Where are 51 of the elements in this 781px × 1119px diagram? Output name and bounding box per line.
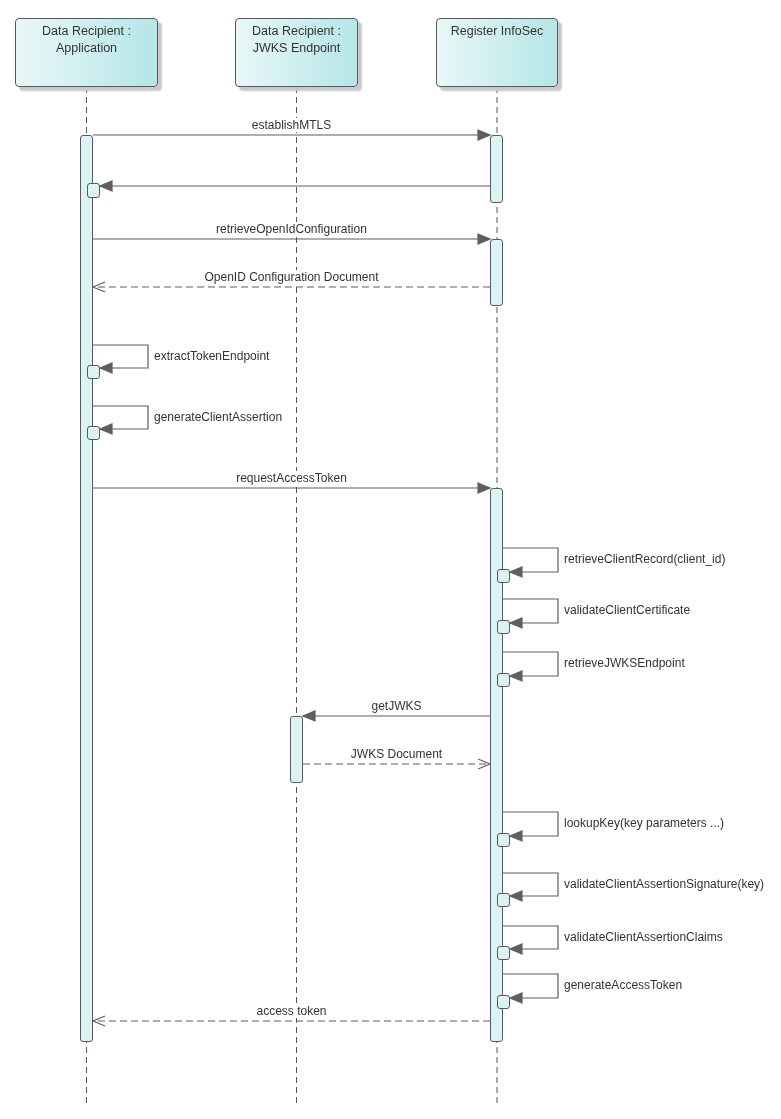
self-message-arrow [502,973,559,1004]
activation-bar [497,995,510,1009]
activation-bar [87,183,100,198]
self-message-arrow [502,598,559,629]
lifeline-header: Register InfoSec [436,18,558,87]
edge-label: JWKS Document [348,747,445,761]
edge-label: OpenID Configuration Document [202,270,381,284]
edge-label: validateClientAssertionClaims [562,929,725,944]
edge-label: access token [254,1004,329,1018]
return-message-arrow [92,1015,491,1027]
activation-bar [497,673,510,687]
message-arrow [92,129,491,141]
edge-label: extractTokenEndpoint [152,348,272,363]
self-message-arrow [502,872,559,902]
self-message-arrow [92,405,149,435]
activation-bar [490,135,503,203]
activation-bar [290,716,303,783]
edge-label: lookupKey(key parameters ...) [562,816,727,830]
message-arrow [99,180,491,192]
activation-bar [87,426,100,440]
self-message-arrow [502,651,559,682]
activation-bar [497,833,510,847]
return-message-arrow [92,281,491,293]
activation-bar [497,893,510,907]
edge-label: getJWKS [369,699,424,713]
edge-label: retrieveOpenIdConfiguration [214,222,369,236]
activation-bar [497,946,510,960]
self-message-arrow [92,344,149,374]
edge-label: retrieveClientRecord(client_id) [562,552,728,566]
return-message-arrow [302,758,491,770]
activation-bar [490,239,503,306]
self-message-arrow [502,547,559,578]
edge-label: validateClientCertificate [562,603,693,617]
edge-label: generateClientAssertion [152,409,285,424]
edge-label: establishMTLS [249,118,334,132]
message-arrow [92,482,491,494]
lifeline-header: Data Recipient : Application [15,18,158,87]
activation-bar [80,135,93,1042]
edge-label: retrieveJWKSEndpoint [562,656,687,670]
activation-bar [490,488,503,1042]
self-message-arrow [502,811,559,842]
lifeline-header: Data Recipient : JWKS Endpoint [235,18,358,87]
message-arrow [302,710,491,722]
edge-label: requestAccessToken [234,471,349,485]
self-message-arrow [502,925,559,955]
activation-bar [497,620,510,634]
edge-label: validateClientAssertionSignature(key) [562,876,767,891]
message-arrow [92,233,491,245]
activation-bar [87,365,100,379]
activation-bar [497,569,510,583]
edge-label: generateAccessToken [562,978,685,992]
